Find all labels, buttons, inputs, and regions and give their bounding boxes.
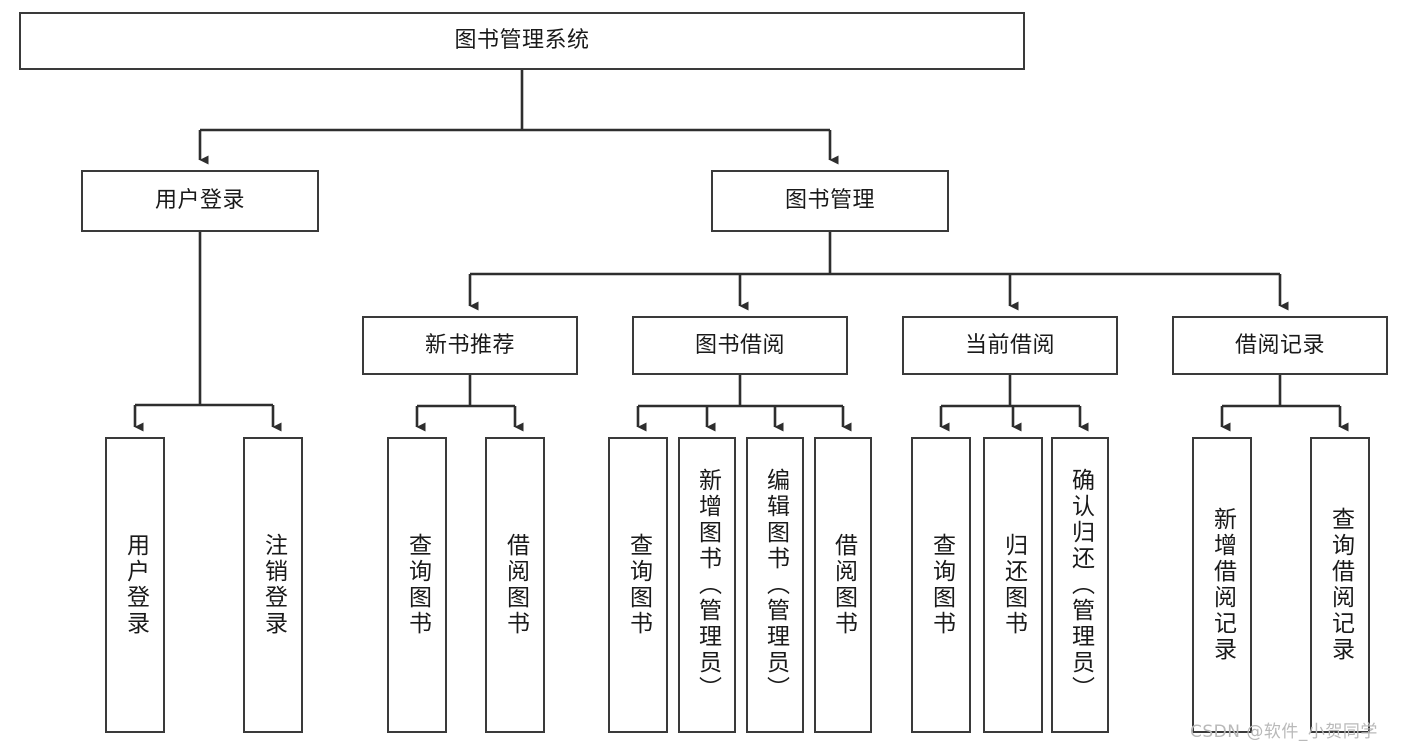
leaf-edit-book-admin-label: 编辑图书（管理员） <box>762 468 789 702</box>
csdn-watermark: CSDN @软件_小贺同学 <box>1190 722 1378 742</box>
leaf-query-book-current[interactable]: 查询图书 <box>911 437 971 733</box>
node-root-label: 图书管理系统 <box>454 28 590 54</box>
leaf-query-book-borrow-label: 查询图书 <box>625 533 652 637</box>
node-borrow-record-label: 借阅记录 <box>1234 332 1325 358</box>
node-book-management[interactable]: 图书管理 <box>711 170 949 232</box>
leaf-query-book-recommend[interactable]: 查询图书 <box>387 437 447 733</box>
leaf-add-borrow-record-label: 新增借阅记录 <box>1209 507 1236 663</box>
leaf-logout[interactable]: 注销登录 <box>243 437 303 733</box>
node-borrow-record[interactable]: 借阅记录 <box>1172 316 1388 375</box>
leaf-borrow-book[interactable]: 借阅图书 <box>814 437 872 733</box>
node-new-book-recommend-label: 新书推荐 <box>424 332 515 358</box>
leaf-query-book-current-label: 查询图书 <box>928 533 955 637</box>
leaf-query-book-borrow[interactable]: 查询图书 <box>608 437 668 733</box>
leaf-confirm-return-admin[interactable]: 确认归还（管理员） <box>1051 437 1109 733</box>
node-book-borrow-label: 图书借阅 <box>694 332 785 358</box>
leaf-add-borrow-record[interactable]: 新增借阅记录 <box>1192 437 1252 733</box>
leaf-borrow-book-label: 借阅图书 <box>830 533 857 637</box>
leaf-return-book-label: 归还图书 <box>1000 533 1027 637</box>
node-user-login[interactable]: 用户登录 <box>81 170 319 232</box>
leaf-query-book-recommend-label: 查询图书 <box>404 533 431 637</box>
node-book-borrow[interactable]: 图书借阅 <box>632 316 848 375</box>
leaf-query-borrow-record-label: 查询借阅记录 <box>1327 507 1354 663</box>
node-user-login-label: 用户登录 <box>154 188 245 214</box>
node-current-borrow-label: 当前借阅 <box>964 332 1055 358</box>
leaf-edit-book-admin[interactable]: 编辑图书（管理员） <box>746 437 804 733</box>
node-book-management-label: 图书管理 <box>784 188 875 214</box>
node-new-book-recommend[interactable]: 新书推荐 <box>362 316 578 375</box>
leaf-add-book-admin[interactable]: 新增图书（管理员） <box>678 437 736 733</box>
leaf-logout-label: 注销登录 <box>260 533 287 637</box>
leaf-user-login-label: 用户登录 <box>122 533 149 637</box>
leaf-borrow-book-recommend-label: 借阅图书 <box>502 533 529 637</box>
leaf-query-borrow-record[interactable]: 查询借阅记录 <box>1310 437 1370 733</box>
leaf-confirm-return-admin-label: 确认归还（管理员） <box>1067 468 1094 702</box>
leaf-user-login[interactable]: 用户登录 <box>105 437 165 733</box>
node-current-borrow[interactable]: 当前借阅 <box>902 316 1118 375</box>
node-root[interactable]: 图书管理系统 <box>19 12 1025 70</box>
leaf-borrow-book-recommend[interactable]: 借阅图书 <box>485 437 545 733</box>
leaf-add-book-admin-label: 新增图书（管理员） <box>694 468 721 702</box>
leaf-return-book[interactable]: 归还图书 <box>983 437 1043 733</box>
